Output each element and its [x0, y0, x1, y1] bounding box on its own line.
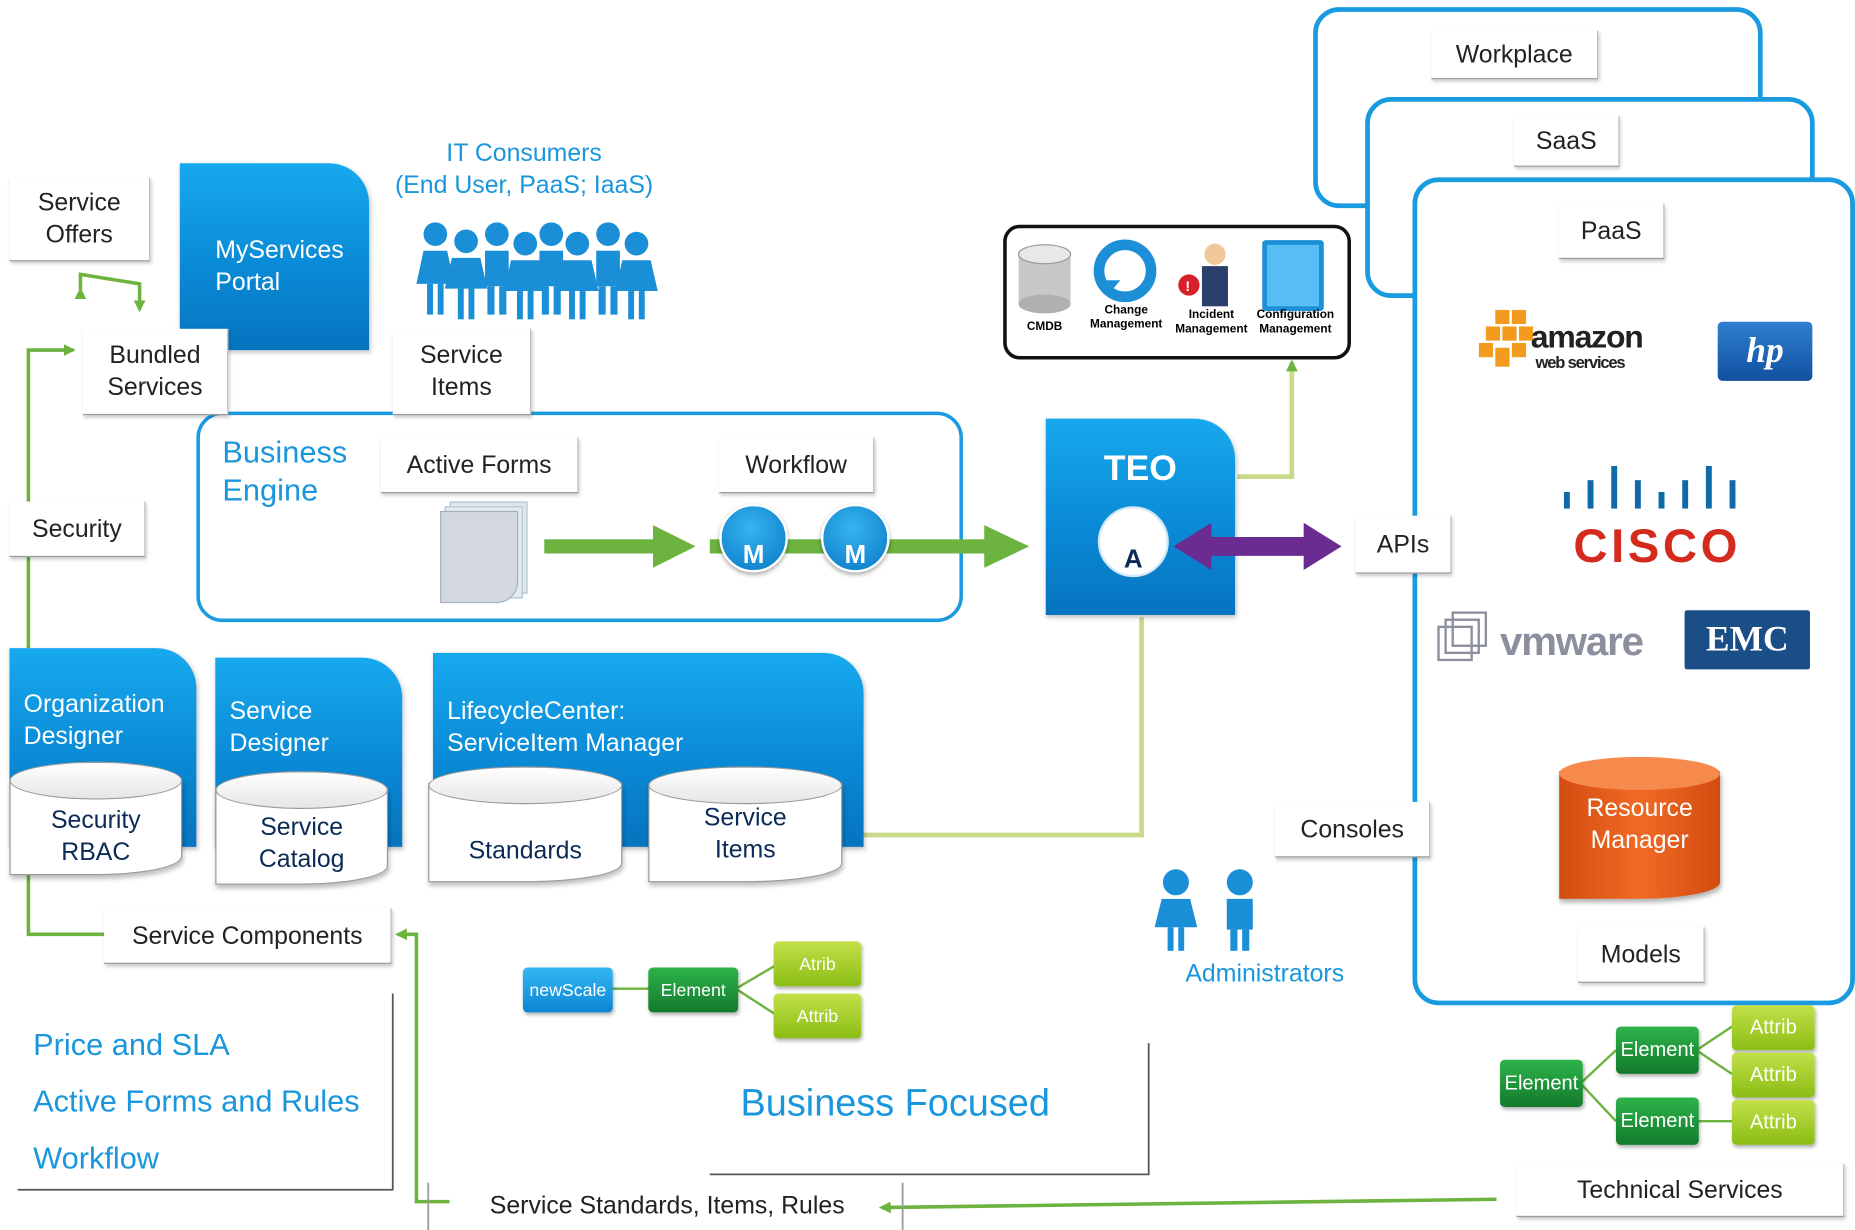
- change-management-label: Change Management: [1090, 303, 1163, 332]
- vmware-squares-icon: [1437, 611, 1488, 662]
- mid-attrib-node-2: Attrib: [773, 993, 862, 1039]
- cmdb-label: CMDB: [1026, 320, 1063, 334]
- svg-text:!: !: [1185, 279, 1190, 295]
- organization-designer-title: Organization Designer: [23, 690, 165, 750]
- api-double-arrow: [1173, 522, 1342, 571]
- incident-management-label: Incident Management: [1175, 308, 1248, 336]
- service-items-db-label: Service Items: [703, 804, 787, 864]
- models-label: Models: [1578, 927, 1705, 983]
- paas-label: PaaS: [1559, 203, 1665, 260]
- feature-active-forms: Active Forms and Rules: [33, 1083, 360, 1119]
- security-rbac-label: Security RBAC: [50, 806, 141, 866]
- technical-tree-lines: [1579, 1025, 1733, 1123]
- amazon-text: amazon: [1530, 319, 1644, 355]
- paas-frame: [1412, 177, 1855, 1006]
- tech-element-child-1: Element: [1615, 1026, 1699, 1074]
- myservices-portal-title: MyServices Portal: [215, 236, 344, 296]
- amazon-logo: amazon web services: [1478, 309, 1668, 376]
- teo-box: TEO A: [1045, 418, 1236, 616]
- workflow-label: Workflow: [719, 437, 875, 494]
- engine-flow-arrow: [544, 525, 1030, 568]
- security-label: Security: [9, 501, 146, 558]
- amazon-cubes-icon: [1478, 309, 1534, 367]
- cmdb-icon: [1017, 244, 1072, 314]
- administrators-icon: [1154, 869, 1253, 951]
- it-consumers-people-icon: [416, 222, 658, 320]
- resource-manager-label: Resource Manager: [1586, 794, 1693, 854]
- teo-adapter-node: A: [1097, 506, 1169, 578]
- it-consumers-label: IT Consumers (End User, PaaS; IaaS): [394, 139, 654, 199]
- change-management-icon: [1093, 239, 1157, 303]
- configuration-management-icon: [1262, 240, 1324, 312]
- saas-label: SaaS: [1514, 115, 1620, 167]
- feature-workflow: Workflow: [33, 1140, 160, 1176]
- myservices-portal-box: MyServices Portal: [179, 163, 370, 351]
- tech-element-child-2: Element: [1615, 1097, 1699, 1145]
- tech-attrib-1: Attrib: [1731, 1005, 1815, 1051]
- mid-attrib-node-1: Atrib: [773, 941, 862, 987]
- business-engine-title: Business Engine: [222, 434, 348, 508]
- service-offers-label: Service Offers: [9, 177, 151, 262]
- consoles-label: Consoles: [1275, 801, 1431, 858]
- feature-price-sla: Price and SLA: [33, 1026, 230, 1063]
- forms-stack-icon: [440, 501, 535, 605]
- service-catalog-db: Service Catalog: [215, 771, 389, 885]
- lifecycle-center-title: LifecycleCenter: ServiceItem Manager: [447, 697, 684, 757]
- vmware-logo: vmware: [1434, 610, 1671, 676]
- security-rbac-db: Security RBAC: [9, 761, 183, 876]
- tech-attrib-2: Attrib: [1731, 1052, 1815, 1098]
- apis-label: APIs: [1355, 515, 1452, 574]
- technical-services-label: Technical Services: [1516, 1163, 1845, 1217]
- newscale-node: newScale: [522, 967, 613, 1013]
- tech-element-root: Element: [1500, 1059, 1583, 1108]
- configuration-management-label: Configuration Management: [1256, 308, 1335, 336]
- business-focused-label: Business Focused: [740, 1080, 1050, 1124]
- cisco-logo: CISCO: [1557, 464, 1751, 578]
- hp-logo: hp: [1717, 321, 1813, 381]
- itsm-box: ! CMDB Change Management Incident Manage…: [1003, 224, 1351, 360]
- mid-element-node: Element: [648, 967, 739, 1013]
- tech-attrib-3: Attrib: [1731, 1099, 1815, 1145]
- service-designer-title: Service Designer: [229, 697, 329, 757]
- emc-logo: EMC: [1684, 610, 1810, 670]
- standards-db: Standards: [428, 766, 623, 883]
- cisco-bars-icon: [1563, 465, 1736, 509]
- amazon-subtext: web services: [1535, 352, 1626, 372]
- workplace-label: Workplace: [1431, 30, 1599, 80]
- incident-management-icon: !: [1178, 243, 1228, 307]
- workflow-node-2: M: [821, 503, 890, 573]
- teo-title: TEO: [1103, 449, 1177, 489]
- active-forms-label: Active Forms: [380, 437, 579, 494]
- bundled-services-label: Bundled Services: [82, 328, 229, 416]
- administrators-label: Administrators: [1185, 960, 1345, 988]
- standards-label: Standards: [468, 837, 582, 865]
- service-items-top-label: Service Items: [392, 328, 532, 416]
- workflow-node-1: M: [719, 503, 788, 573]
- service-catalog-label: Service Catalog: [258, 813, 345, 873]
- service-components-label: Service Components: [104, 908, 392, 964]
- service-items-db: Service Items: [648, 766, 843, 883]
- service-standards-label: Service Standards, Items, Rules: [463, 1187, 871, 1226]
- resource-manager-db: Resource Manager: [1559, 756, 1721, 899]
